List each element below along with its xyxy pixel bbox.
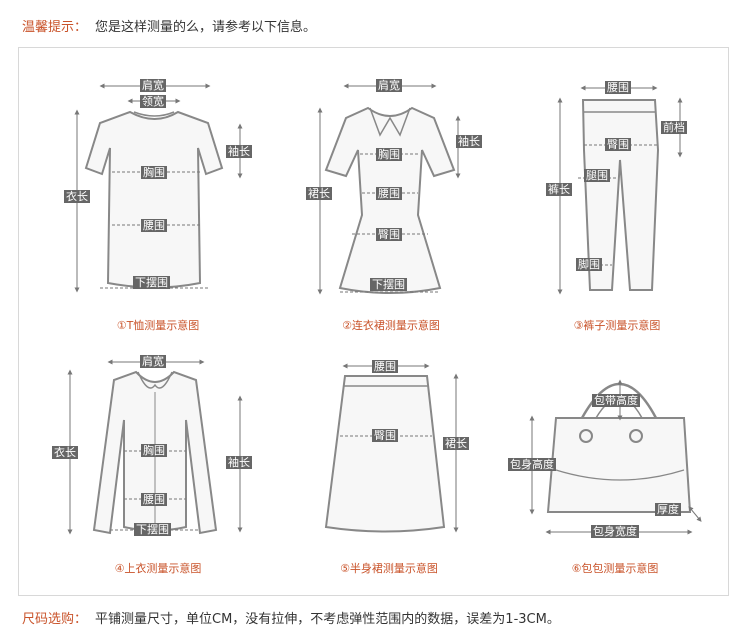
tshirt-chest-label: 胸围 <box>141 166 167 179</box>
skirt-waist-label: 腰围 <box>372 360 398 373</box>
pants-caption: ③裤子测量示意图 <box>573 319 661 332</box>
shirt-length-label: 衣长 <box>52 446 78 459</box>
dress-hem-label: 下摆围 <box>370 278 407 291</box>
dress-hip-label: 臀围 <box>376 228 402 241</box>
tips-header-key: 温馨提示： <box>22 20 88 35</box>
pants-waist-label: 腰围 <box>605 81 631 94</box>
shirt-chest-label: 胸围 <box>141 444 167 457</box>
pants-ankle-label: 脚围 <box>576 258 602 271</box>
shirt-waist-label: 腰围 <box>141 493 167 506</box>
tshirt-sleeve-label: 袖长 <box>226 145 252 158</box>
skirt-caption: ⑤半身裙测量示意图 <box>340 562 438 575</box>
tips-header-text: 您是这样测量的么，请参考以下信息。 <box>95 20 317 35</box>
dress-waist-label: 腰围 <box>376 187 402 200</box>
dress-chest-label: 胸围 <box>376 148 402 161</box>
dress-caption: ②连衣裙测量示意图 <box>342 319 440 332</box>
tips-header: 温馨提示： 您是这样测量的么，请参考以下信息。 <box>22 16 316 35</box>
tshirt-waist-label: 腰围 <box>141 219 167 232</box>
size-footer-text: 平铺测量尺寸，单位CM，没有拉伸，不考虑弹性范围内的数据，误差为1-3CM。 <box>95 612 560 627</box>
pants-length-label: 裤长 <box>546 183 572 196</box>
tshirt-length-label: 衣长 <box>64 190 90 203</box>
size-footer: 尺码选购： 平铺测量尺寸，单位CM，没有拉伸，不考虑弹性范围内的数据，误差为1-3… <box>22 608 560 627</box>
size-footer-key: 尺码选购： <box>22 612 88 627</box>
shirt-caption: ④上衣测量示意图 <box>114 562 202 575</box>
pants-rise-label: 前档 <box>661 121 687 134</box>
tshirt-neck-label: 领宽 <box>140 95 166 108</box>
tshirt-hem-label: 下摆围 <box>133 276 170 289</box>
dress-diagram <box>324 106 456 294</box>
shirt-hem-label: 下摆围 <box>134 523 171 536</box>
pants-diagram <box>581 99 660 291</box>
bag-caption: ⑥包包测量示意图 <box>571 562 659 575</box>
bag-strap-height-label: 包带高度 <box>592 394 640 407</box>
shirt-sleeve-label: 袖长 <box>226 456 252 469</box>
bag-thickness-label: 厚度 <box>655 503 681 516</box>
dress-length-label: 裙长 <box>306 187 332 200</box>
tshirt-diagram <box>84 110 224 289</box>
skirt-hip-label: 臀围 <box>372 429 398 442</box>
bag-height-label: 包身高度 <box>508 458 556 471</box>
tshirt-caption: ①T恤测量示意图 <box>116 319 200 332</box>
shirt-shoulder-label: 肩宽 <box>140 355 166 368</box>
dress-shoulder-label: 肩宽 <box>376 79 402 92</box>
pants-thigh-label: 腿围 <box>584 169 610 182</box>
tshirt-shoulder-label: 肩宽 <box>140 79 166 92</box>
skirt-length-label: 裙长 <box>443 437 469 450</box>
bag-width-label: 包身宽度 <box>591 525 639 538</box>
diagram-panel <box>18 47 729 596</box>
dress-sleeve-label: 袖长 <box>456 135 482 148</box>
pants-hip-label: 臀围 <box>605 138 631 151</box>
skirt-diagram <box>324 375 446 533</box>
